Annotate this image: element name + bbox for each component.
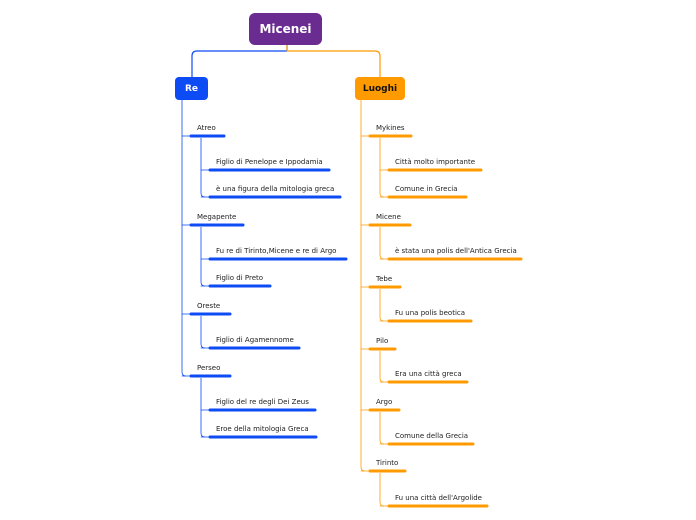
subtopic-luoghi-4-0[interactable]: Comune della Grecia: [395, 432, 469, 440]
subtopic-re-3-1[interactable]: Eroe della mitologia Greca: [216, 425, 309, 433]
subtopic-re-1-0[interactable]: Fu re di Tirinto,Micene e re di Argo: [216, 247, 337, 255]
subtopic-re-0-1[interactable]: è una figura della mitologia greca: [216, 185, 335, 193]
sub-trunk-luoghi-4: [379, 412, 385, 445]
connector-root-luoghi: [286, 45, 381, 77]
subtopic-luoghi-3-0[interactable]: Era una città greca: [395, 370, 462, 378]
subtopic-luoghi-2-0[interactable]: Fu una polis beotica: [395, 309, 466, 317]
topic-re-1[interactable]: Megapente: [197, 213, 237, 221]
topic-luoghi-3[interactable]: Pilo: [376, 337, 389, 345]
branch-node-re[interactable]: Re: [175, 77, 208, 100]
topic-re-3[interactable]: Perseo: [197, 364, 221, 372]
sub-trunk-re-3: [200, 378, 206, 438]
sub-trunk-luoghi-3: [379, 351, 385, 383]
subtopic-luoghi-5-0[interactable]: Fu una città dell'Argolide: [395, 494, 482, 502]
topic-luoghi-1[interactable]: Micene: [376, 213, 401, 221]
topic-luoghi-5[interactable]: Tirinto: [376, 459, 399, 467]
topic-luoghi-2[interactable]: Tebe: [376, 275, 393, 283]
subtopic-re-0-0[interactable]: Figlio di Penelope e Ippodamia: [216, 158, 323, 166]
topic-re-2[interactable]: Oreste: [197, 302, 221, 310]
trunk-line-luoghi: [360, 100, 366, 472]
sub-trunk-luoghi-0: [379, 138, 385, 198]
topic-luoghi-4[interactable]: Argo: [376, 398, 393, 406]
subtopic-luoghi-0-0[interactable]: Città molto importante: [395, 158, 476, 166]
topic-luoghi-0[interactable]: Mykines: [376, 124, 405, 132]
sub-trunk-luoghi-2: [379, 289, 385, 322]
sub-trunk-re-1: [200, 227, 206, 287]
subtopic-luoghi-0-1[interactable]: Comune in Grecia: [395, 185, 458, 193]
subtopic-re-2-0[interactable]: Figlio di Agamennome: [216, 336, 294, 344]
subtopic-re-3-0[interactable]: Figlio del re degli Dei Zeus: [216, 398, 309, 406]
sub-trunk-re-0: [200, 138, 206, 198]
trunk-line-re: [181, 100, 187, 377]
connector-root-re: [191, 45, 288, 77]
sub-trunk-luoghi-5: [379, 473, 385, 507]
sub-trunk-luoghi-1: [379, 227, 385, 260]
branch-node-luoghi[interactable]: Luoghi: [355, 77, 405, 100]
root-node-micenei[interactable]: Micenei: [249, 13, 322, 45]
sub-trunk-re-2: [200, 316, 206, 349]
subtopic-luoghi-1-0[interactable]: è stata una polis dell'Antica Grecia: [395, 247, 517, 255]
subtopic-re-1-1[interactable]: Figlio di Preto: [216, 274, 264, 282]
topic-re-0[interactable]: Atreo: [197, 124, 216, 132]
